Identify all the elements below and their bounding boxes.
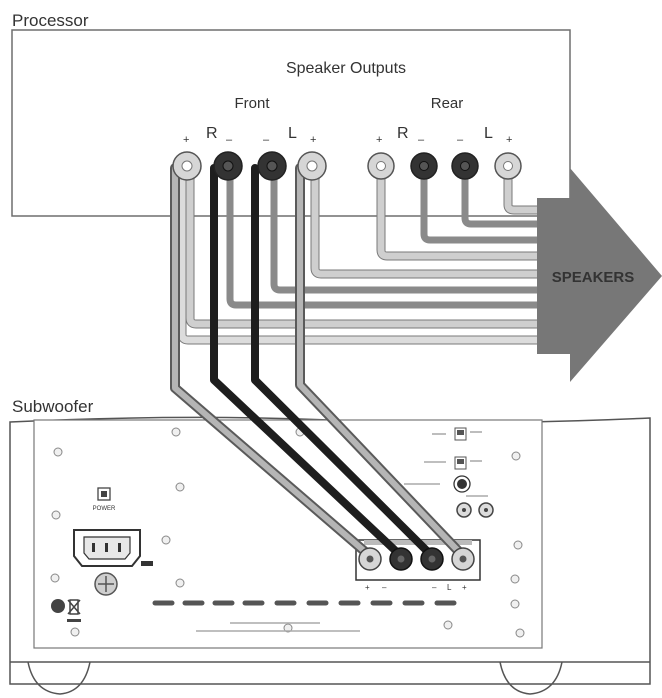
screw [510,574,520,584]
terminal-center [419,161,429,171]
terminal-center [503,161,513,171]
line-input-jack-center [462,508,466,512]
terminal-center [181,160,193,172]
wire-rear-left-plus [504,168,537,214]
fine-print [196,622,360,632]
line-input-jack-center [484,508,488,512]
input-plus-1: + [365,583,370,592]
front-terminals[interactable] [172,151,327,181]
front-right-plus: + [183,134,189,146]
wire-front-right-minus-sub [210,164,405,560]
power-pin [105,543,108,552]
sub-terminal-center [459,555,467,563]
screw [443,620,453,630]
subwoofer-wires [170,163,468,561]
sub-terminal-center [397,555,405,563]
processor-box [11,29,571,217]
wire-front-left-plus-out [311,168,537,278]
wire-front-right-plus-sub [172,165,373,559]
subwoofer-input-terminals[interactable] [358,547,475,571]
screw [51,510,61,520]
screw [161,535,171,545]
front-right-minus: – [226,134,233,146]
weee-bar [67,619,81,622]
screw [510,599,520,609]
rear-left-label: L [484,125,493,142]
rear-right-minus: – [418,134,425,146]
terminal-center [266,160,278,172]
sub-terminal-center [366,555,374,563]
wire-rear-left-minus [461,168,537,228]
screw [53,447,63,457]
input-left-label: L [447,583,452,592]
speakers-arrow [537,168,662,382]
power-pin [118,543,121,552]
toggle-knob [457,459,464,464]
toggle-knob [457,430,464,435]
subwoofer-foot-right [499,661,563,695]
wire-front-left-plus-sub [297,165,466,559]
screw [175,578,185,588]
speaker-outputs-label: Speaker Outputs [286,60,406,77]
input-minus-2: – [432,583,437,592]
screw [511,451,521,461]
processor-title: Processor [12,11,89,30]
power-switch-inner [101,491,107,497]
front-right-label: R [206,125,218,142]
front-left-minus: – [263,134,270,146]
power-pin [92,543,95,552]
lfe-input-jack-icon[interactable] [457,479,467,489]
front-left-label: L [288,125,297,142]
terminal-center [306,160,318,172]
sub-terminal-center [428,555,436,563]
input-minus-1: – [382,583,387,592]
subwoofer-foot-left [27,661,91,695]
input-plus-2: + [462,583,467,592]
lfe-input-jack-ring [453,475,471,493]
weee-bin-icon [67,599,81,615]
speakers-arrow-label: SPEAKERS [552,269,635,286]
rear-right-plus: + [376,134,382,146]
screw [50,573,60,583]
terminal-center [460,161,470,171]
control-markings [404,431,488,497]
wire-front-left-minus-out [270,168,537,294]
wire-rear-right-minus [420,168,537,244]
front-label: Front [234,95,270,112]
rear-left-plus: + [506,134,512,146]
screw [283,623,293,633]
power-label: POWER [93,506,116,512]
fuse-holder [141,561,153,566]
rear-right-label: R [397,125,409,142]
rear-left-minus: – [457,134,464,146]
wire-front-right-minus-out [226,168,537,309]
screw [175,482,185,492]
ground-screw-slot [98,576,114,592]
wire-front-right-plus-out [186,168,537,328]
screw [70,627,80,637]
terminal-center [222,160,234,172]
certification-mark-icon [51,599,65,613]
terminal-center [376,161,386,171]
speaker-wires [177,168,537,345]
screw [515,628,525,638]
wire-front-extra [178,168,537,344]
subwoofer-title: Subwoofer [12,397,94,416]
wire-front-left-minus-sub [251,164,436,560]
front-left-plus: + [310,134,316,146]
screw [171,427,181,437]
rear-terminals[interactable] [367,152,522,180]
wire-rear-right-plus [377,168,537,260]
screw [513,540,523,550]
rear-label: Rear [431,95,464,112]
